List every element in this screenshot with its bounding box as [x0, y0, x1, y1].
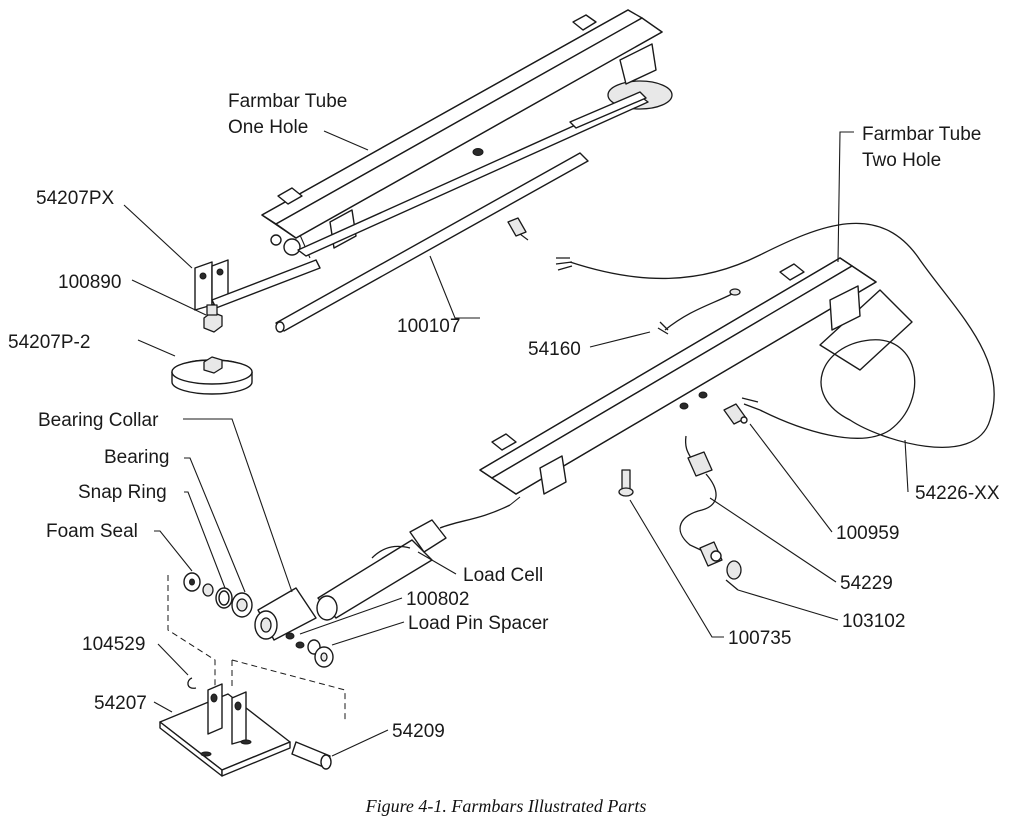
label-load-cell: Load Cell — [463, 565, 543, 586]
label-54207p-2: 54207P-2 — [8, 332, 90, 353]
load-cell — [316, 504, 511, 621]
alignment-lines — [167, 575, 346, 720]
label-100959: 100959 — [836, 523, 899, 544]
clip-104529 — [187, 677, 197, 689]
cable-54226-xx — [555, 222, 995, 448]
label-load-pin-spacer: Load Pin Spacer — [408, 613, 549, 634]
label-54226-xx: 54226-XX — [915, 483, 1000, 504]
leader-lines — [123, 130, 909, 757]
label-tube-one-line1: Farmbar Tube — [228, 91, 347, 112]
label-103102: 103102 — [842, 611, 905, 632]
label-54160: 54160 — [528, 339, 581, 360]
nut-100890 — [203, 304, 223, 333]
label-bearing-collar: Bearing Collar — [38, 410, 159, 431]
label-100802: 100802 — [406, 589, 469, 610]
figure-caption: Figure 4-1. Farmbars Illustrated Parts — [365, 796, 647, 816]
bracket-54207px — [194, 259, 321, 311]
label-tube-two-line2: Two Hole — [862, 150, 941, 171]
label-tube-one-line2: One Hole — [228, 117, 308, 138]
label-54229: 54229 — [840, 573, 893, 594]
label-100107: 100107 — [397, 316, 460, 337]
label-104529: 104529 — [82, 634, 145, 655]
sensor-54160 — [657, 288, 741, 335]
cable-assembly-54229 — [679, 435, 723, 567]
cap-103102 — [725, 560, 742, 591]
rod-100107 — [275, 152, 589, 333]
farmbar-tube-one-hole — [261, 9, 673, 259]
load-pin-spacer — [307, 639, 334, 668]
label-54207px: 54207PX — [36, 188, 115, 209]
label-bearing: Bearing — [104, 447, 170, 468]
bolt-100735 — [618, 469, 634, 497]
pin-54209 — [291, 741, 332, 770]
base-bracket-54207 — [159, 683, 291, 777]
snap-ring — [215, 587, 233, 609]
label-100890: 100890 — [58, 272, 121, 293]
label-54207: 54207 — [94, 693, 147, 714]
label-foam-seal: Foam Seal — [46, 521, 138, 542]
bearing — [231, 592, 253, 618]
foam-seal — [183, 572, 214, 597]
farmbar-tube-two-hole — [479, 257, 913, 506]
bearing-collar — [254, 587, 317, 641]
foot-pad-54207p-2 — [171, 356, 253, 395]
set-screw-100802 — [285, 632, 305, 649]
fitting-top — [507, 217, 529, 241]
connector-100959 — [723, 403, 748, 425]
label-tube-two-line1: Farmbar Tube — [862, 124, 981, 145]
label-snap-ring: Snap Ring — [78, 482, 167, 503]
label-100735: 100735 — [728, 628, 791, 649]
label-54209: 54209 — [392, 721, 445, 742]
